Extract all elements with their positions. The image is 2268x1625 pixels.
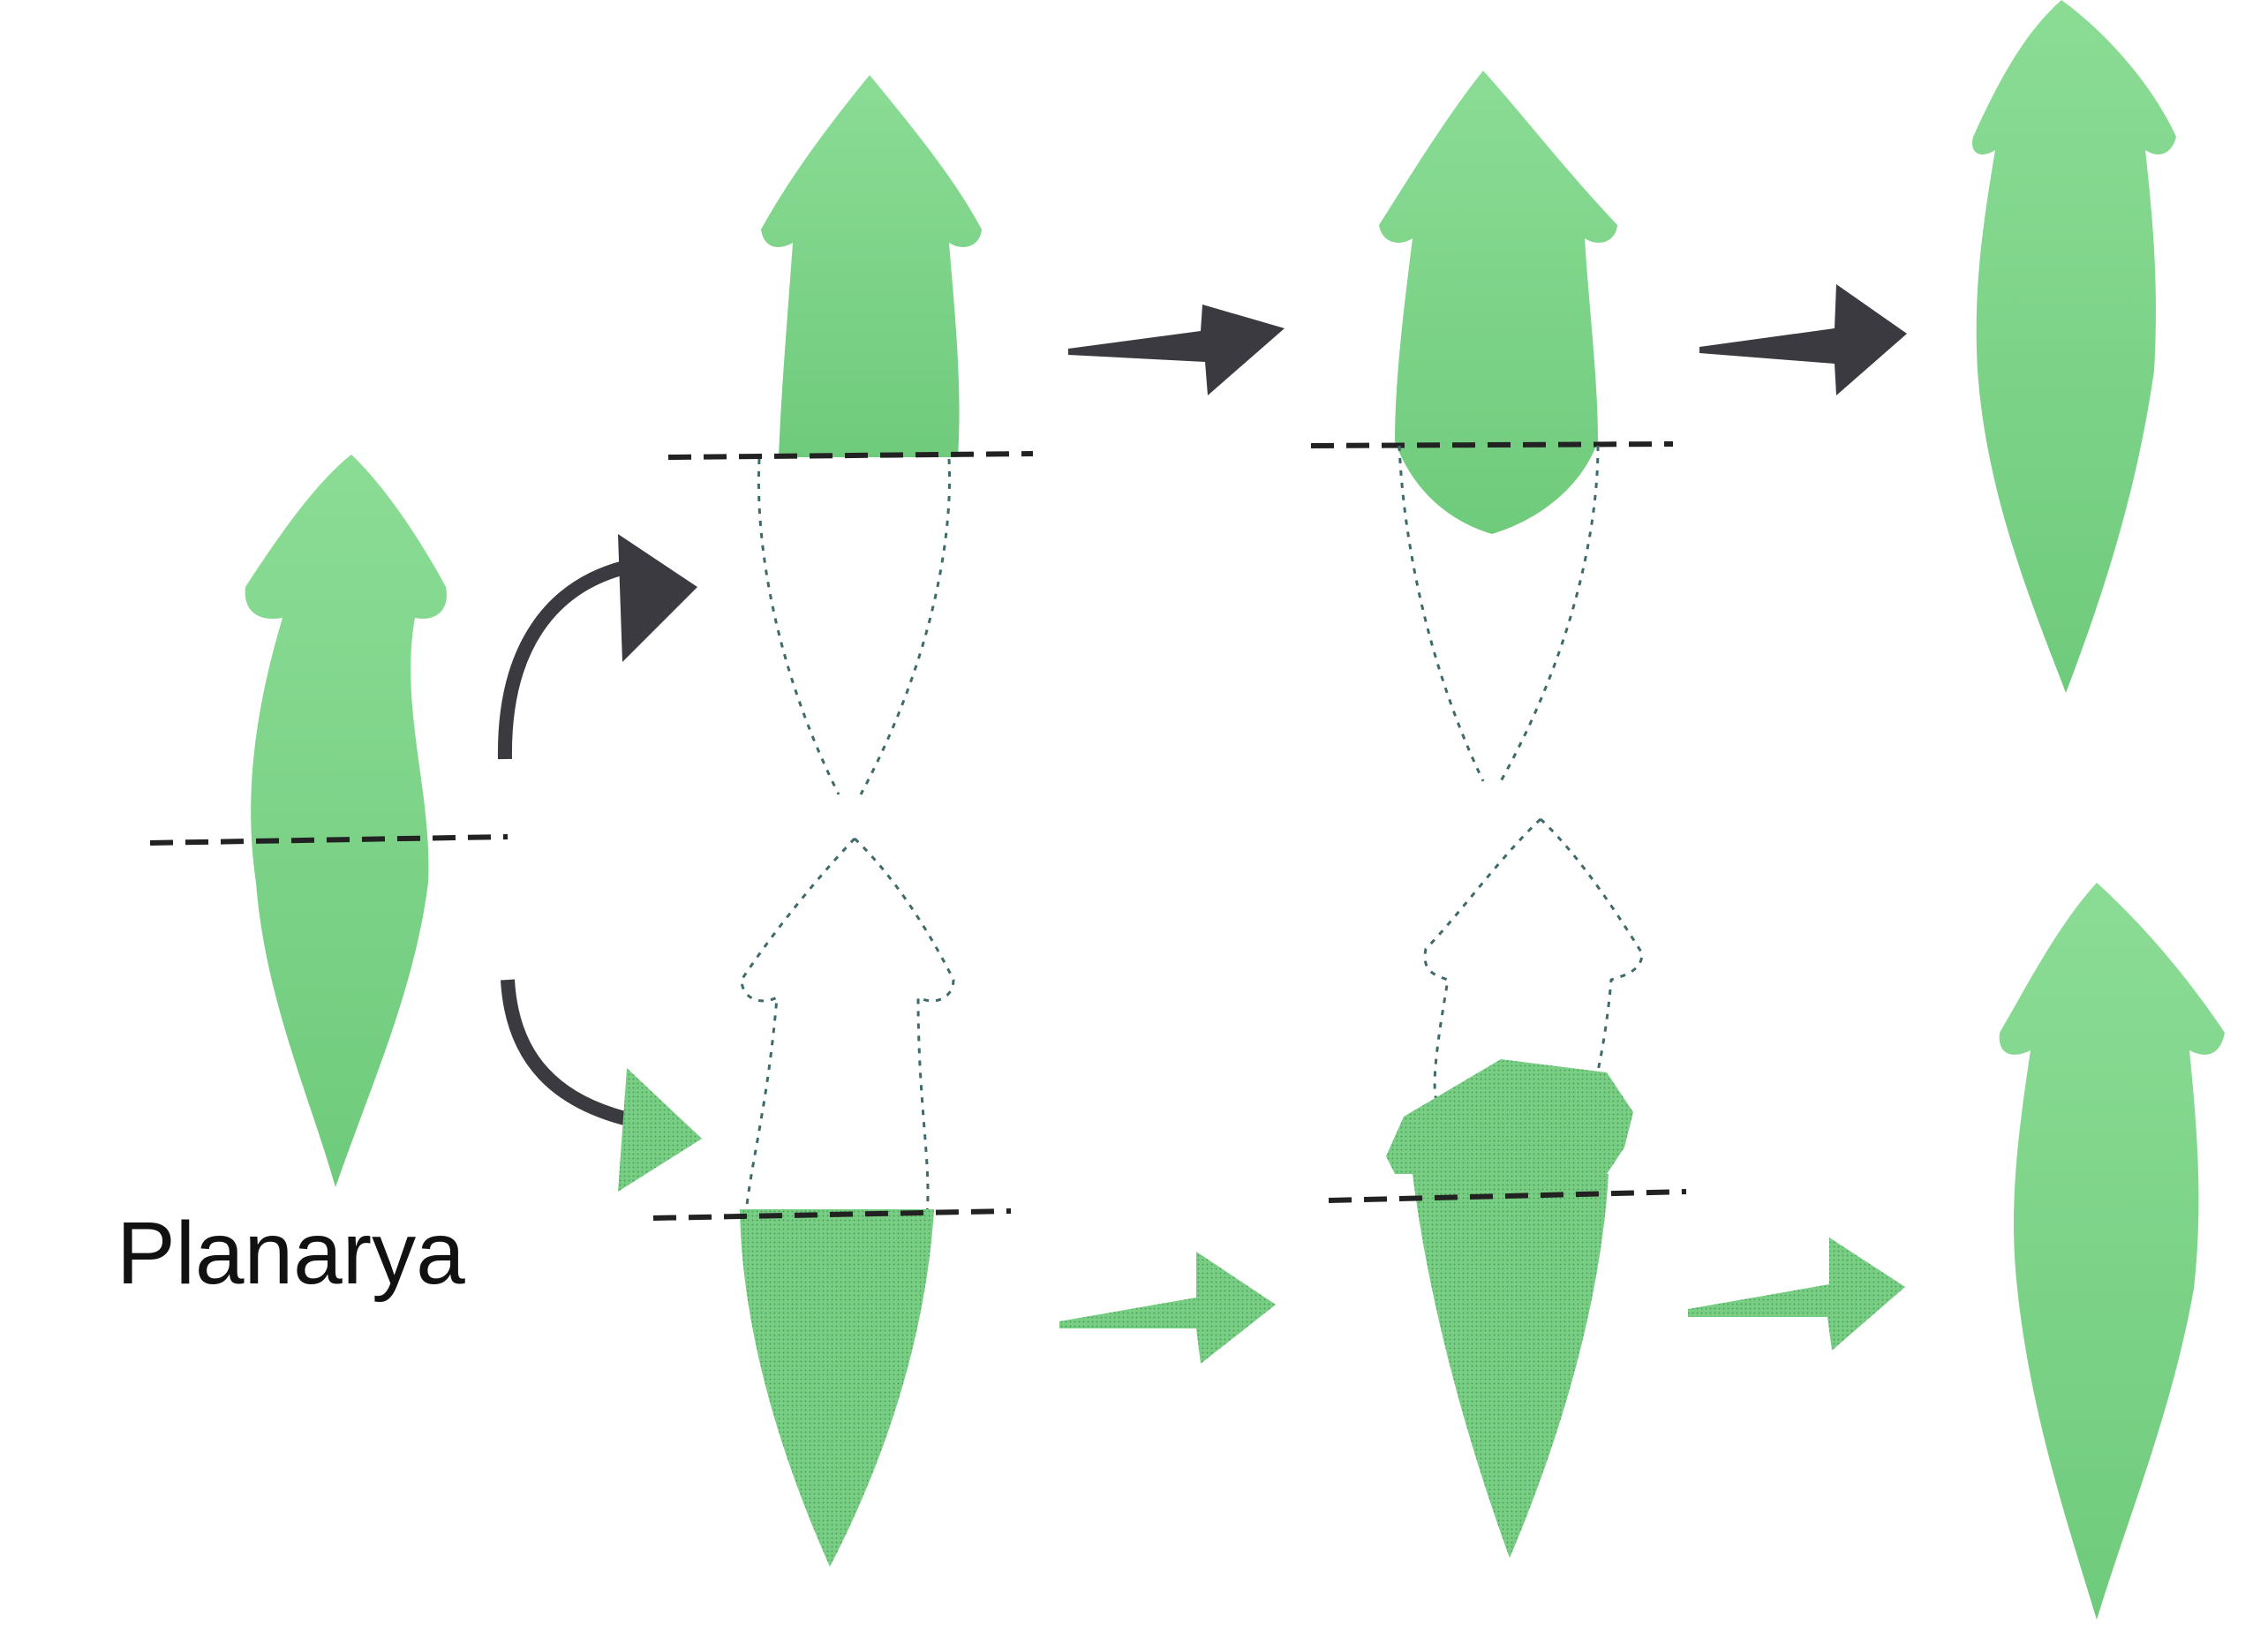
anterior-regenerating [1310,71,1674,782]
anterior-complete-planaria [1972,0,2176,693]
posterior-regenerating [1328,817,1687,1558]
cut-line [667,451,1034,460]
head-piece [761,75,982,457]
cut-line [1328,1189,1687,1203]
tail-piece [740,1209,934,1567]
missing-head-outline [740,837,955,1215]
missing-head-outline [1423,817,1644,1104]
arrow-right-icon [1059,1252,1276,1364]
posterior-fragment [652,837,1012,1567]
missing-tail-outline [757,458,951,795]
planaria-body [1972,0,2176,693]
curved-arrow-down-icon [501,979,702,1192]
planaria-body [1999,883,2225,1620]
cut-line [1310,441,1674,448]
cut-line [652,1208,1012,1221]
anterior-fragment [667,75,1034,795]
diagram-caption: Planarya [117,1204,465,1303]
curved-arrow-up-icon [497,534,697,760]
tail-piece [1413,1174,1609,1558]
planaria-body [245,455,447,1187]
missing-tail-outline [1398,445,1600,782]
arrow-right-icon [1699,284,1907,395]
arrow-right-icon [1068,305,1285,395]
original-planaria [149,455,509,1187]
head-piece [1379,71,1617,534]
arrow-right-icon [1688,1238,1905,1350]
posterior-complete-planaria [1999,883,2225,1620]
new-head-growth [1386,1059,1633,1174]
cut-line [149,834,509,846]
